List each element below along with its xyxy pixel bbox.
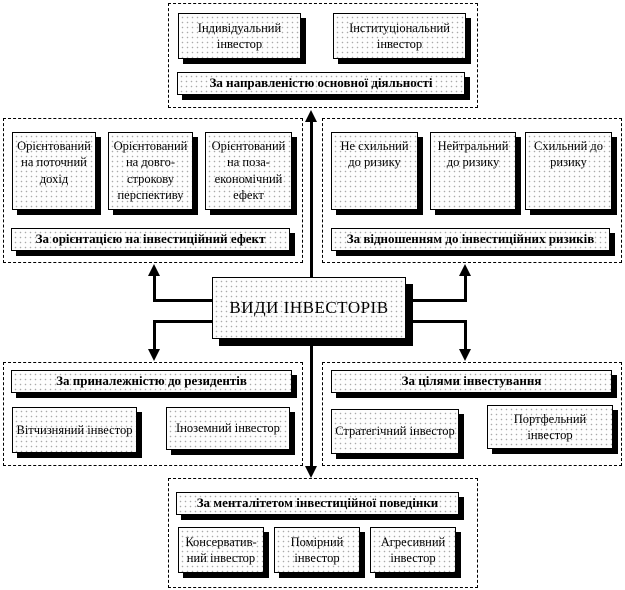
center-title-box: ВИДИ ІНВЕСТОРІВ (212, 277, 406, 339)
group-risk: Не схильний до ризику Нейтральний до риз… (322, 118, 622, 263)
connector-center-to-goals-hline (406, 320, 467, 323)
box-foreign-investor-label: Іноземний інвестор (176, 421, 280, 436)
connector-center-to-direction-arrowhead (305, 110, 317, 122)
box-portfolio-investor: Портфельний інвестор (487, 405, 613, 449)
connector-center-to-risk-arrowhead (459, 264, 471, 276)
box-institutional-investor: Інституціональний інвестор (333, 13, 466, 59)
header-mentality-label: За менталітетом інвестиційної поведінки (196, 495, 439, 511)
box-strategic-investor: Стратегічний інвестор (331, 409, 459, 454)
box-current-income-label: Орієнтований на поточний дохід (17, 139, 91, 186)
box-conservative-investor: Консерватив-ний інвестор (178, 527, 264, 573)
box-risk-seeking-label: Схильний до ризику (533, 139, 604, 170)
group-effect: Орієнтований на поточний дохід Орієнтова… (3, 118, 303, 263)
box-moderate-investor-label: Помірний інвестор (290, 534, 344, 565)
box-conservative-investor-label: Консерватив-ний інвестор (185, 534, 257, 565)
group-goals: За цілями інвестування Стратегічний інве… (322, 362, 622, 466)
box-foreign-investor: Іноземний інвестор (166, 407, 290, 450)
box-moderate-investor: Помірний інвестор (274, 527, 360, 573)
box-risk-neutral-label: Нейтральний до ризику (437, 139, 509, 170)
header-mentality: За менталітетом інвестиційної поведінки (176, 492, 459, 515)
header-effect-label: За орієнтацією на інвестиційний ефект (35, 231, 266, 247)
box-individual-investor: Індивідуальний інвестор (178, 13, 301, 59)
connector-center-to-goals-arrowhead (459, 349, 471, 361)
box-domestic-investor-label: Вітчизняний інвестор (16, 422, 133, 437)
box-current-income: Орієнтований на поточний дохід (12, 132, 96, 210)
box-risk-averse: Не схильний до ризику (331, 132, 418, 210)
header-goals-label: За цілями інвестування (401, 373, 542, 389)
box-portfolio-investor-label: Портфельний інвестор (513, 411, 587, 442)
box-institutional-investor-label: Інституціональний інвестор (349, 20, 450, 51)
connector-center-to-mentality-line (310, 341, 313, 467)
box-non-economic-effect-label: Орієнтований на поза-економічний ефект (211, 139, 286, 202)
box-non-economic-effect: Орієнтований на поза-економічний ефект (205, 132, 292, 210)
group-mentality: За менталітетом інвестиційної поведінки … (168, 478, 478, 588)
header-risk-label: За відношенням до інвестиційних ризиків (346, 231, 595, 247)
box-long-term-perspective-label: Орієнтований на довго-строкову перспекти… (113, 139, 188, 202)
box-long-term-perspective: Орієнтований на довго-строкову перспекти… (108, 132, 193, 210)
connector-center-to-effect-arrowhead (148, 264, 160, 276)
center-title-label: ВИДИ ІНВЕСТОРІВ (229, 297, 389, 317)
connector-center-to-effect-hline (153, 299, 213, 302)
connector-center-to-direction-line (310, 121, 313, 278)
connector-center-to-residency-hline (153, 320, 213, 323)
box-risk-neutral: Нейтральний до ризику (430, 132, 516, 210)
box-risk-averse-label: Не схильний до ризику (340, 139, 409, 170)
box-strategic-investor-label: Стратегічний інвестор (335, 424, 455, 439)
header-residency: За приналежністю до резидентів (11, 370, 292, 393)
box-domestic-investor: Вітчизняний інвестор (12, 407, 137, 453)
header-risk: За відношенням до інвестиційних ризиків (331, 228, 610, 251)
connector-center-to-effect-vline (153, 275, 156, 302)
connector-center-to-mentality-arrowhead (305, 466, 317, 478)
header-direction: За направленістю основної діяльності (177, 72, 465, 95)
header-direction-label: За направленістю основної діяльності (209, 75, 433, 91)
connector-center-to-residency-arrowhead (148, 349, 160, 361)
group-direction: Індивідуальний інвестор Інституціональни… (168, 3, 478, 108)
box-aggressive-investor: Агресивний інвестор (370, 527, 456, 573)
header-goals: За цілями інвестування (331, 370, 612, 393)
group-residency: За приналежністю до резидентів Вітчизнян… (3, 362, 303, 466)
header-residency-label: За приналежністю до резидентів (56, 373, 247, 389)
connector-center-to-residency-vline (153, 320, 156, 350)
connector-center-to-risk-vline (464, 275, 467, 302)
box-aggressive-investor-label: Агресивний інвестор (380, 534, 446, 565)
connector-center-to-risk-hline (406, 299, 467, 302)
box-risk-seeking: Схильний до ризику (525, 132, 612, 210)
box-individual-investor-label: Індивідуальний інвестор (197, 20, 282, 51)
header-effect: За орієнтацією на інвестиційний ефект (11, 228, 290, 251)
connector-center-to-goals-vline (464, 320, 467, 350)
